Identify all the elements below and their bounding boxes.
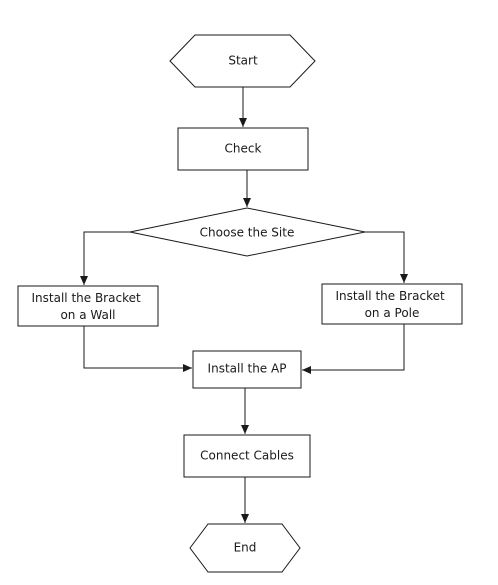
choose-site-label: Choose the Site xyxy=(200,226,295,240)
arrow-pole-bracket-to-install-ap xyxy=(302,324,405,374)
wall-bracket-label: Install the Bracket on a Wall xyxy=(32,291,145,322)
arrow-choose-site-to-wall-bracket xyxy=(80,231,130,285)
check-node: Check xyxy=(177,127,309,171)
check-label: Check xyxy=(225,142,262,156)
arrow-wall-bracket-to-install-ap xyxy=(83,326,192,372)
end-hexagon xyxy=(189,523,301,573)
start-label: Start xyxy=(228,54,258,68)
check-box xyxy=(177,127,309,171)
end-label: End xyxy=(234,541,257,555)
connect-cables-node: Connect Cables xyxy=(183,434,311,478)
wall-bracket-node: Install the Bracket on a Wall xyxy=(17,285,159,327)
choose-site-node: Choose the Site xyxy=(129,207,366,257)
connect-cables-label: Connect Cables xyxy=(200,449,294,463)
pole-bracket-node: Install the Bracket on a Pole xyxy=(321,283,463,325)
wall-bracket-line-1: Install the Bracket xyxy=(32,291,141,305)
wall-bracket-line-2: on a Wall xyxy=(60,308,115,322)
connect-cables-box xyxy=(183,434,311,478)
arrow-choose-site-to-pole-bracket xyxy=(365,231,408,283)
pole-bracket-line-2: on a Pole xyxy=(365,306,420,320)
start-hexagon xyxy=(169,34,316,88)
install-ap-box xyxy=(192,350,302,389)
end-node: End xyxy=(189,523,301,573)
wall-bracket-box xyxy=(17,285,159,327)
pole-bracket-box xyxy=(321,283,463,325)
install-ap-label: Install the AP xyxy=(208,362,287,376)
install-ap-node: Install the AP xyxy=(192,350,302,389)
pole-bracket-line-1: Install the Bracket xyxy=(336,289,445,303)
start-node: Start xyxy=(169,34,316,88)
pole-bracket-label: Install the Bracket on a Pole xyxy=(336,289,449,320)
